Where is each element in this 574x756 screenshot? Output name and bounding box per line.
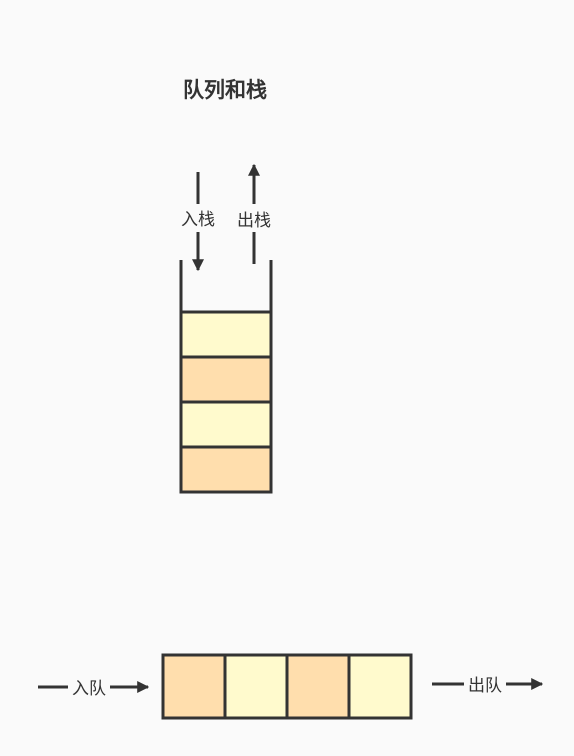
pop-label: 出栈 — [237, 211, 271, 231]
stack-cell — [179, 355, 273, 404]
queue-cell — [161, 653, 227, 720]
dequeue-label: 出队 — [468, 676, 502, 696]
queue-cell — [285, 653, 351, 720]
stack-cell — [179, 310, 273, 359]
queue-cell — [347, 653, 413, 720]
queue — [161, 653, 413, 720]
stack-cell — [179, 445, 273, 494]
stack-cell — [179, 400, 273, 449]
push-label: 入栈 — [181, 210, 215, 230]
enqueue-label: 入队 — [72, 679, 106, 699]
queue-cell — [223, 653, 289, 720]
stack — [179, 260, 273, 494]
diagram-title: 队列和栈 — [183, 78, 267, 102]
